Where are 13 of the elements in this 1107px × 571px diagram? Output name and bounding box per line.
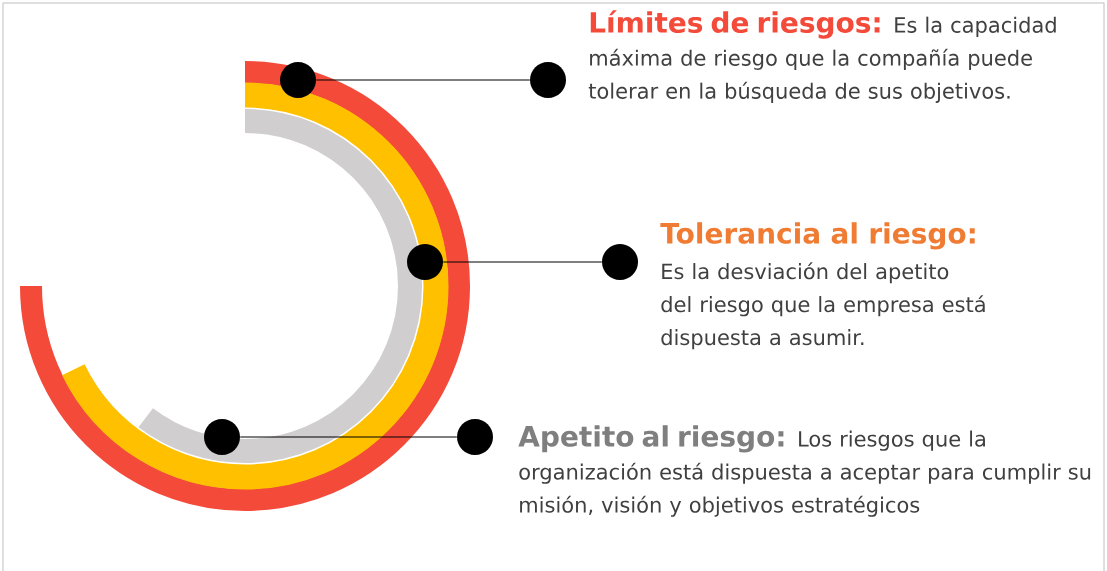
leader-line: [239, 436, 458, 438]
description-text: Límites de riesgos: Es la capacidad máxima de riesgo que la compañía puede tolerar en la búsqueda de sus objetivos.: [588, 10, 1056, 103]
heading-text: Tolerancia al riesgo:: [660, 222, 975, 250]
description-text: Es la desviación del apetito del riesgo que la empresa está dispuesta a asumir.: [661, 262, 985, 350]
dot: [204, 419, 240, 455]
leader-line: [315, 79, 531, 81]
dot: [457, 419, 493, 455]
dot: [530, 62, 566, 98]
dot: [407, 244, 443, 280]
leader-line: [442, 261, 603, 263]
description-text: Apetito al riesgo: Los riesgos que la organización está dispuesta a aceptar para cumplir su misión, visión y objetivos estratégicos: [518, 425, 1091, 517]
dot: [280, 62, 316, 98]
dot: [602, 244, 638, 280]
